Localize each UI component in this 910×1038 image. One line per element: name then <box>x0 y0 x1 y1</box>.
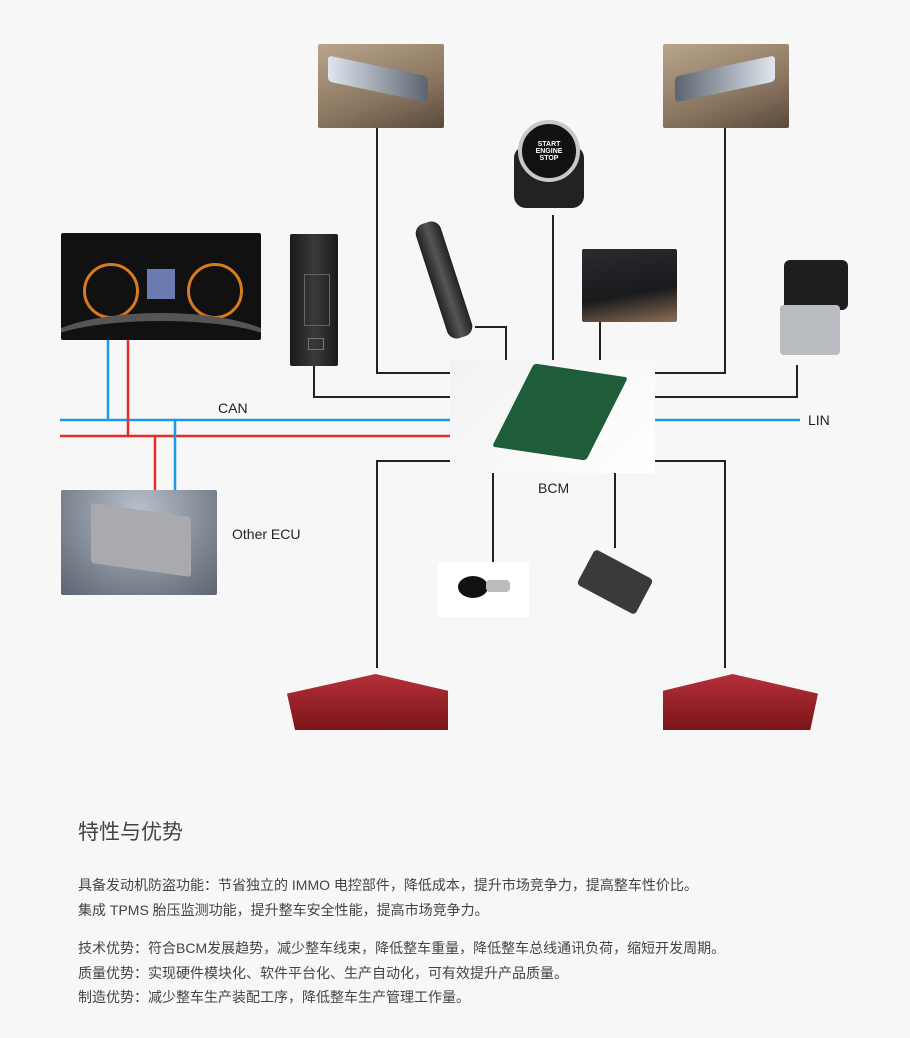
other-ecu-image <box>61 490 217 595</box>
dashboard-cluster-image <box>61 233 261 340</box>
door-latch-image <box>768 250 878 360</box>
wire-window-switch <box>313 366 450 398</box>
windshield-image <box>582 249 677 322</box>
bcm-label: BCM <box>538 480 570 496</box>
window-switch-image <box>290 234 338 366</box>
features-title: 特性与优势 <box>78 821 183 844</box>
can-bus-label: CAN <box>218 400 248 416</box>
other-ecu-label: Other ECU <box>232 526 301 542</box>
taillight-left-image <box>287 668 448 733</box>
bcm-module-image <box>450 360 655 473</box>
start-button-text: START ENGINE STOP <box>518 120 580 182</box>
start-stop-button-image: START ENGINE STOP <box>492 118 604 213</box>
feature-line: 技术优势：符合BCM发展趋势，减少整车线束，降低整车重量，降低整车总线通讯负荷，… <box>78 940 726 956</box>
features-group-1: 具备发动机防盗功能：节省独立的 IMMO 电控部件，降低成本，提升市场竞争力，提… <box>78 873 698 922</box>
wire-headlight-left <box>376 128 450 374</box>
headlight-right-image <box>663 44 789 128</box>
wire-taillight-left <box>376 460 450 668</box>
feature-line: 具备发动机防盗功能：节省独立的 IMMO 电控部件，降低成本，提升市场竞争力，提… <box>78 877 698 893</box>
taillight-right-image <box>663 668 818 733</box>
wire-headlight-right <box>655 128 726 374</box>
wire-taillight-right <box>655 460 726 668</box>
lin-bus-label: LIN <box>808 412 830 428</box>
feature-line: 制造优势：减少整车生产装配工序，降低整车生产管理工作量。 <box>78 989 470 1005</box>
window-motor-image <box>438 562 529 617</box>
feature-line: 质量优势：实现硬件模块化、软件平台化、生产自动化，可有效提升产品质量。 <box>78 964 568 981</box>
headlight-left-image <box>318 44 444 128</box>
features-group-2: 技术优势：符合BCM发展趋势，减少整车线束，降低整车重量，降低整车总线通讯负荷，… <box>78 936 725 1010</box>
wiper-stalk-image <box>413 220 475 340</box>
wiring-diagram <box>60 128 800 668</box>
door-lock-actuator-image <box>572 548 655 624</box>
feature-line: 集成 TPMS 胎压监测功能，提升整车安全性能，提高市场竞争力。 <box>78 901 489 918</box>
wire-latch <box>655 365 798 398</box>
wire-stalk <box>475 326 507 360</box>
